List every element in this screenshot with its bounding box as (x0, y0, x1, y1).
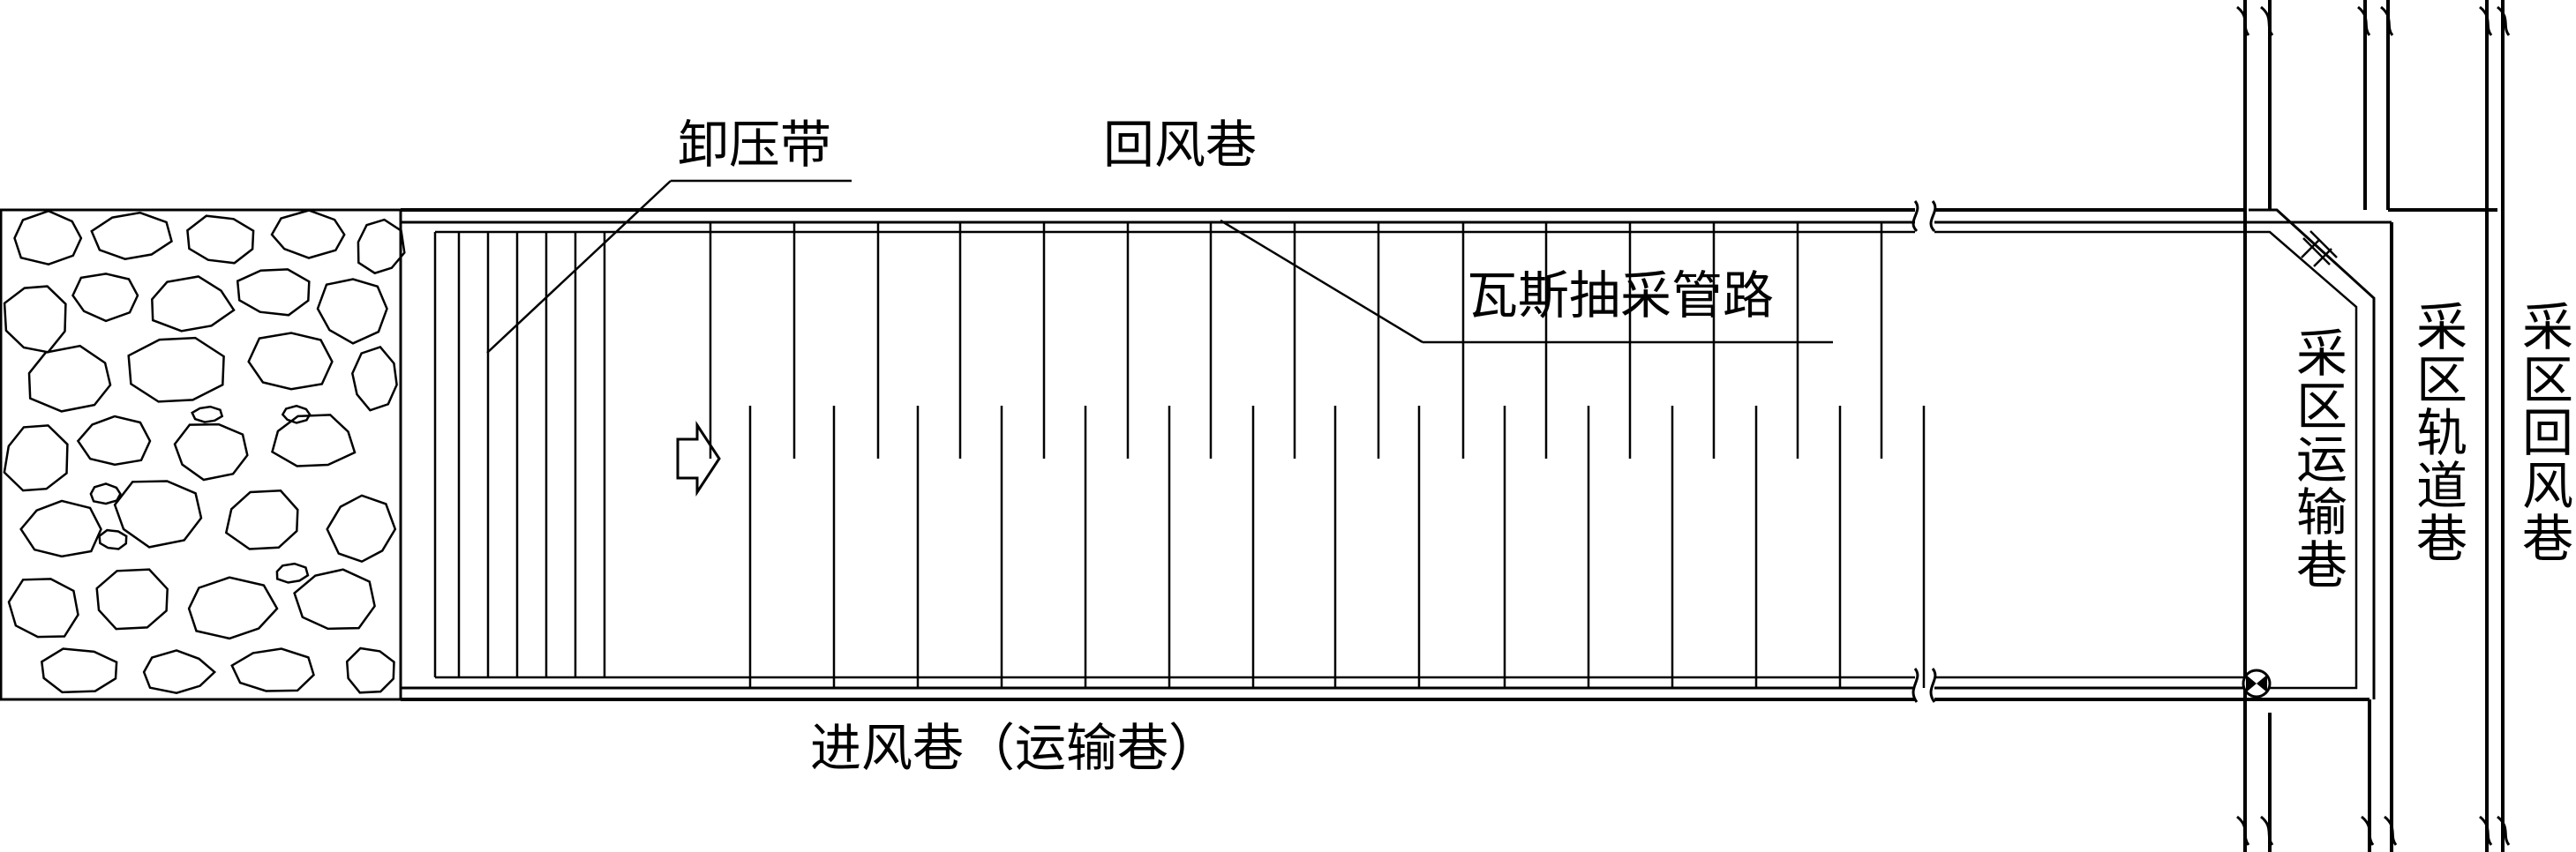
airflow-arrow (676, 420, 721, 497)
rock (19, 499, 102, 558)
rock (187, 576, 279, 640)
rock (71, 273, 139, 323)
intake-airway-label: 进风巷（运输巷） (810, 718, 1220, 778)
rock (95, 568, 169, 631)
valve-symbol (2242, 669, 2272, 699)
rock (326, 494, 397, 564)
gas-pipeline-label: 瓦斯抽采管路 (1467, 265, 1774, 325)
rock (230, 647, 315, 692)
boreholes-from-intake (748, 406, 1926, 688)
rock (127, 336, 225, 403)
rock (3, 285, 67, 354)
rock (281, 404, 312, 424)
district-track-roadway (2277, 0, 2497, 852)
rock (224, 490, 299, 550)
district-transport-label: 采区运输巷 (2287, 326, 2347, 591)
rock (89, 482, 122, 505)
rock (191, 405, 224, 423)
rock (90, 211, 173, 260)
goaf-rocks (3, 209, 406, 694)
rock (142, 649, 217, 694)
return-airway-label: 回风巷 (1103, 115, 1257, 175)
rock (316, 278, 388, 345)
rock (151, 275, 236, 333)
rock (350, 345, 398, 412)
return-airway-lines (401, 200, 2277, 234)
vertical-labels: 采区运输巷 采区轨道巷 采区回风巷 (2287, 300, 2573, 591)
rock (270, 209, 346, 259)
boreholes-from-return (709, 222, 1883, 459)
rock (113, 480, 203, 549)
leader-lines (486, 179, 1833, 354)
rock (40, 647, 118, 694)
relief-zone-label: 卸压带 (678, 115, 831, 175)
rock (247, 332, 334, 391)
intake-airway-lines (401, 668, 2369, 703)
rock (357, 218, 406, 275)
rock (27, 344, 112, 413)
rock (345, 646, 395, 694)
rock (271, 414, 357, 467)
rock (275, 562, 310, 584)
district-transport-roadway (2235, 0, 2274, 852)
district-return-label: 采区回风巷 (2513, 300, 2573, 564)
rock (3, 424, 69, 492)
rock (293, 568, 376, 631)
rock (236, 268, 311, 317)
rock (186, 214, 255, 265)
rock (173, 422, 249, 482)
rock (13, 209, 83, 266)
pipeline-district-segment (2249, 208, 2376, 699)
rock (7, 578, 79, 639)
district-return-roadway (2478, 0, 2511, 852)
rock (76, 415, 152, 467)
relief-zone-boreholes (457, 232, 606, 677)
goaf-area (0, 208, 406, 701)
district-track-label: 采区轨道巷 (2407, 300, 2467, 564)
rock (98, 528, 128, 550)
